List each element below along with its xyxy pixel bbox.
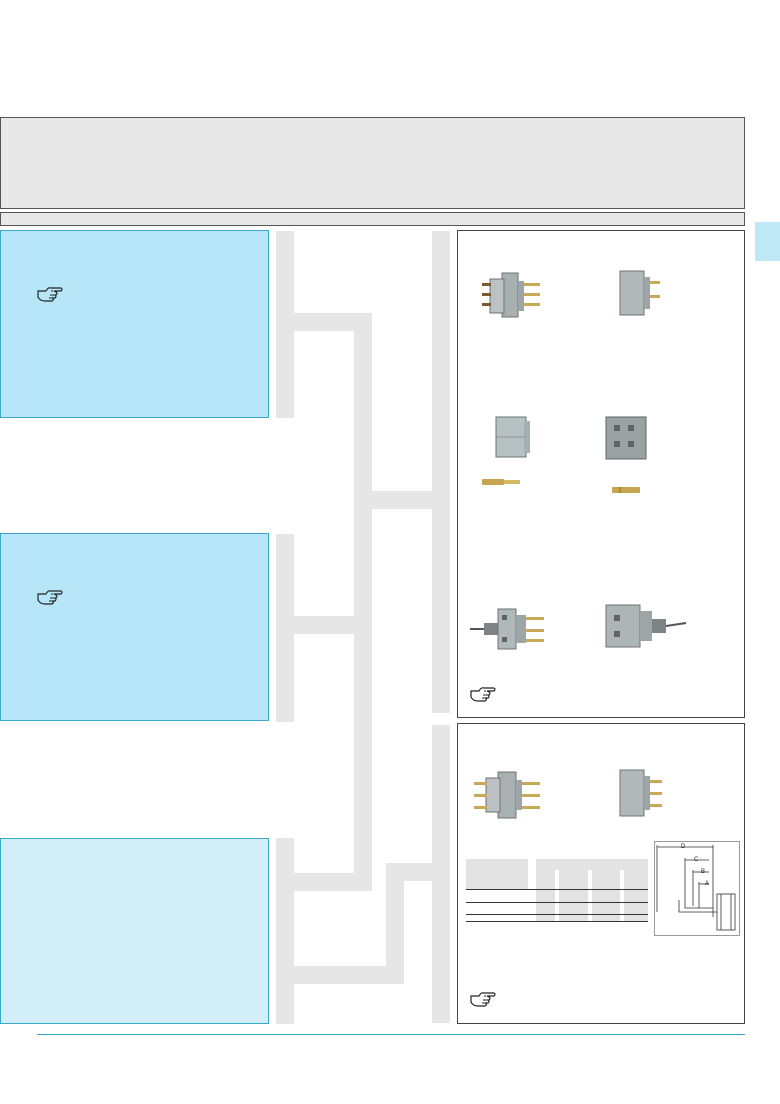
table-rule — [466, 921, 648, 922]
contact-socket-image — [612, 487, 640, 493]
connector-plug-image — [619, 270, 660, 316]
pointing-hand-icon — [37, 287, 63, 302]
connector-plug-image — [482, 272, 540, 318]
dimension-label: B — [701, 869, 706, 875]
dimension-label: A — [705, 881, 710, 887]
section-tab[interactable] — [755, 222, 780, 261]
cable-connector-image — [605, 604, 687, 648]
dimension-label: D — [681, 844, 686, 850]
table-rule — [466, 914, 648, 915]
table-header-cell — [536, 859, 648, 921]
table-rule — [466, 902, 648, 903]
contact-pin-image — [482, 479, 520, 485]
dimension-drawing: D C B A — [654, 841, 740, 936]
header-band — [0, 117, 745, 209]
dimension-label: C — [694, 857, 699, 863]
connector-housing-image — [495, 416, 530, 458]
product-panel-1 — [457, 230, 745, 718]
table-gap — [588, 870, 592, 921]
table-header-cell — [466, 859, 528, 889]
connector-housing-image — [605, 416, 647, 460]
footer-rule — [37, 1034, 745, 1035]
info-box-2 — [0, 533, 269, 721]
pointing-hand-icon — [37, 590, 63, 605]
flow-connectors — [276, 231, 450, 1024]
header-strip — [0, 212, 745, 226]
connector-plug-image — [619, 769, 662, 817]
pointing-hand-icon — [470, 687, 496, 702]
info-box-1 — [0, 230, 269, 418]
table-gap — [620, 870, 624, 921]
table-rule — [466, 889, 648, 890]
table-gap — [555, 870, 559, 921]
info-box-3 — [0, 838, 269, 1024]
cable-connector-image — [470, 608, 544, 650]
pointing-hand-icon — [470, 992, 496, 1007]
product-panel-2: D C B A — [457, 723, 745, 1024]
connector-plug-image — [474, 771, 540, 819]
